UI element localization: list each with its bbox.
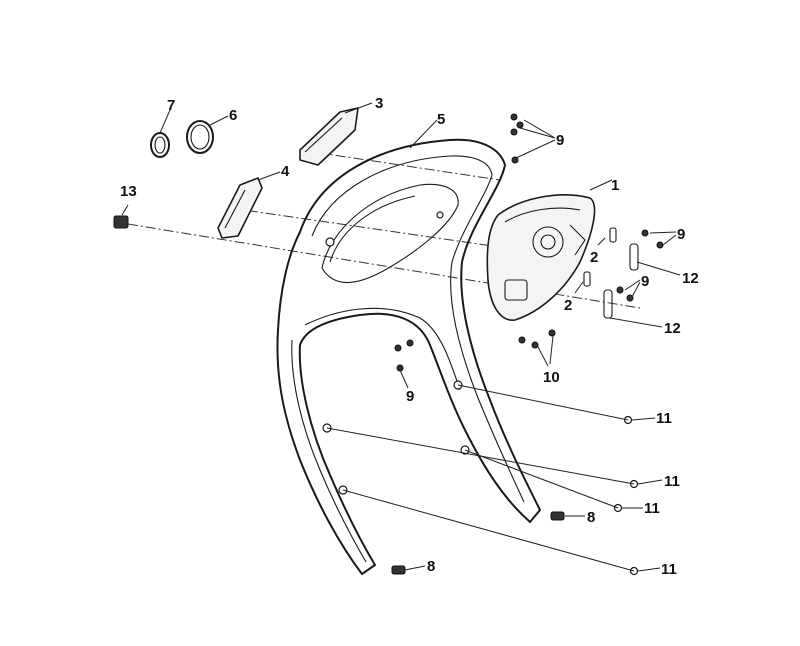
adjuster-springs [603, 243, 639, 319]
callout-11d: 11 [661, 561, 677, 578]
callout-11b: 11 [664, 473, 680, 490]
callout-7: 7 [167, 97, 175, 114]
callout-9b: 9 [677, 226, 685, 243]
callout-8b: 8 [427, 558, 435, 575]
callout-6: 6 [229, 107, 237, 124]
callout-13: 13 [120, 183, 137, 200]
callout-9c: 9 [641, 273, 649, 290]
callout-8a: 8 [587, 509, 595, 526]
headlight-housing [486, 194, 596, 321]
clips [583, 227, 617, 287]
callout-11a: 11 [656, 410, 672, 427]
callout-9d: 9 [406, 388, 414, 405]
small-fasteners [391, 113, 664, 576]
turn-signal-lens-right [299, 107, 359, 166]
callout-12a: 12 [682, 270, 699, 287]
callout-10: 10 [543, 369, 560, 386]
callout-12b: 12 [664, 320, 681, 337]
callout-2b: 2 [564, 297, 572, 314]
callout-11c: 11 [644, 500, 660, 517]
callout-4: 4 [281, 163, 290, 180]
emblem-badge [150, 132, 170, 158]
turn-signal-lens-left [217, 177, 263, 239]
front-cover-panel [276, 138, 541, 575]
callout-2a: 2 [590, 249, 598, 266]
emblem-ring [186, 120, 214, 154]
callout-5: 5 [437, 111, 445, 128]
callout-9a: 9 [556, 132, 564, 149]
leader-lines [121, 102, 681, 572]
callout-3: 3 [375, 95, 383, 112]
bolt-13 [113, 215, 129, 229]
callout-1: 1 [611, 177, 619, 194]
callout-labels: 1 2 2 3 4 5 6 7 8 8 9 9 9 9 10 11 11 11 … [120, 95, 699, 578]
